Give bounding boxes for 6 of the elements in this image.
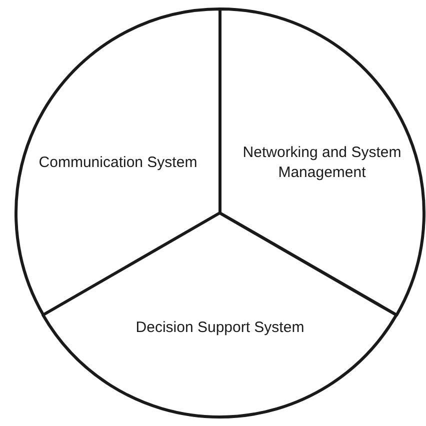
circle-sector xyxy=(220,9,424,315)
sector-label: Networking and System Management xyxy=(242,143,402,183)
sector-label: Decision Support System xyxy=(134,318,306,338)
circle-sector xyxy=(16,9,220,315)
sector-label: Communication System xyxy=(38,153,198,173)
circle-sector xyxy=(43,213,397,417)
